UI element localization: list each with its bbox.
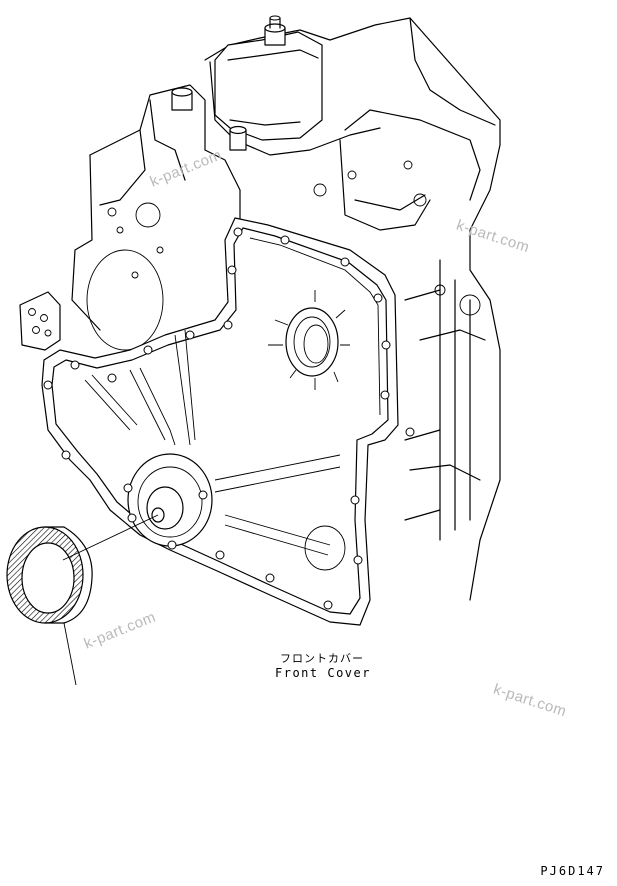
part-name-jp: フロントカバー: [280, 652, 364, 665]
figure-code: PJ6D147: [540, 864, 605, 878]
cover-bolts: [43, 227, 415, 610]
front-cover: [41, 217, 415, 626]
seal-bore: [268, 290, 350, 390]
crankshaft-boss: [127, 453, 213, 547]
engine-block: [71, 15, 501, 601]
mounting-bracket: [19, 291, 61, 351]
oil-seal: [6, 526, 93, 624]
part-name-en: Front Cover: [275, 666, 371, 680]
